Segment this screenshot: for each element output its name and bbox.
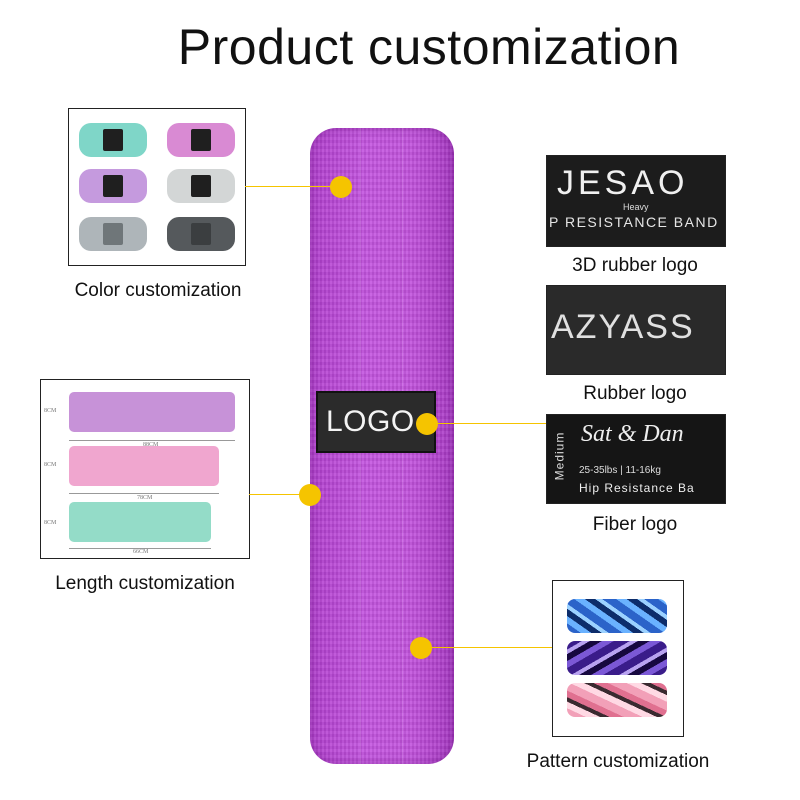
band-tab [103, 175, 123, 197]
caption-pattern: Pattern customization [526, 751, 710, 772]
pattern-band-pink-camo [567, 683, 667, 717]
connector-line [249, 494, 309, 495]
rubber3d-logo-image: JESAO Heavy P RESISTANCE BAND [546, 155, 726, 247]
marker-dot [330, 176, 352, 198]
rubber3d-brand: JESAO [557, 164, 689, 202]
marker-dot [299, 484, 321, 506]
pattern-customization-image [552, 580, 684, 737]
rubber-logo-image: AZYASS [546, 285, 726, 375]
rubber-logo-text: AZYASS [551, 308, 695, 346]
length-line [69, 440, 235, 441]
width-label: 8CM [44, 408, 57, 414]
band-tab [103, 129, 123, 151]
length-label: 66CM [133, 549, 149, 555]
connector-line [432, 647, 552, 648]
caption-fiber: Fiber logo [592, 514, 678, 535]
band-tab [191, 129, 211, 151]
fiber-weights: 25-35lbs | 11-16kg [579, 465, 661, 476]
pattern-band-purple-camo [567, 641, 667, 675]
fiber-line: Hip Resistance Ba [579, 481, 695, 495]
band-tab [191, 175, 211, 197]
length-label: 78CM [137, 495, 153, 501]
length-band-mint [69, 502, 211, 542]
caption-color: Color customization [74, 280, 242, 301]
fiber-side: Medium [552, 431, 567, 481]
width-label: 8CM [44, 462, 57, 468]
fiber-script: Sat & Dan [581, 421, 684, 447]
length-line [69, 548, 211, 549]
length-band-purple [69, 392, 235, 432]
band-tab [103, 223, 123, 245]
length-line [69, 493, 219, 494]
page-title: Product customization [177, 19, 681, 75]
marker-dot [416, 413, 438, 435]
caption-rubber3d: 3D rubber logo [572, 255, 698, 276]
marker-dot [410, 637, 432, 659]
rubber3d-small: Heavy [623, 202, 649, 212]
length-label: 88CM [143, 442, 159, 448]
caption-rubber: Rubber logo [583, 383, 687, 404]
color-customization-image [68, 108, 246, 266]
pattern-band-blue-camo [567, 599, 667, 633]
length-customization-image: 8CM 88CM 8CM 78CM 8CM 66CM [40, 379, 250, 559]
logo-patch-text: LOGO [326, 405, 415, 438]
connector-line [436, 423, 546, 424]
rubber3d-line: P RESISTANCE BAND [549, 214, 719, 230]
width-label: 8CM [44, 520, 57, 526]
fiber-logo-image: Medium Sat & Dan 25-35lbs | 11-16kg Hip … [546, 414, 726, 504]
band-tab [191, 223, 211, 245]
length-band-pink [69, 446, 219, 486]
caption-length: Length customization [55, 573, 235, 594]
connector-line [245, 186, 341, 187]
